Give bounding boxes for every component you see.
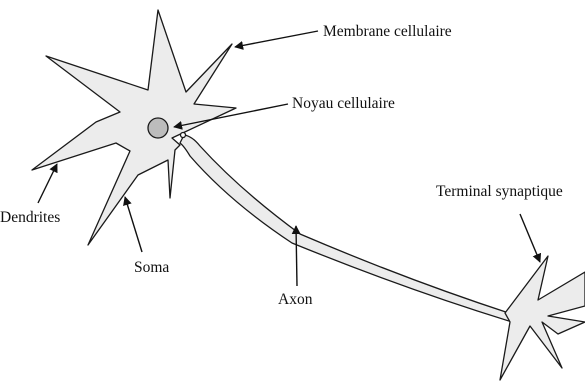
label-nucleus: Noyau cellulaire bbox=[292, 95, 395, 112]
axon-arrow bbox=[296, 226, 297, 286]
label-membrane: Membrane cellulaire bbox=[323, 23, 452, 40]
soma-arrow bbox=[125, 197, 142, 252]
label-axon: Axon bbox=[278, 291, 313, 308]
label-soma: Soma bbox=[134, 259, 169, 276]
dendrites-arrow bbox=[38, 164, 57, 203]
axon-shape bbox=[180, 135, 512, 321]
nucleus-shape bbox=[148, 118, 168, 138]
label-terminal: Terminal synaptique bbox=[436, 183, 563, 200]
axon-hillock-dot bbox=[181, 133, 186, 138]
cell-body bbox=[32, 10, 236, 245]
synaptic-terminal-shape bbox=[500, 256, 585, 380]
terminal-arrow bbox=[520, 214, 540, 262]
membrane-arrow bbox=[235, 31, 318, 47]
label-dendrites: Dendrites bbox=[0, 209, 60, 226]
